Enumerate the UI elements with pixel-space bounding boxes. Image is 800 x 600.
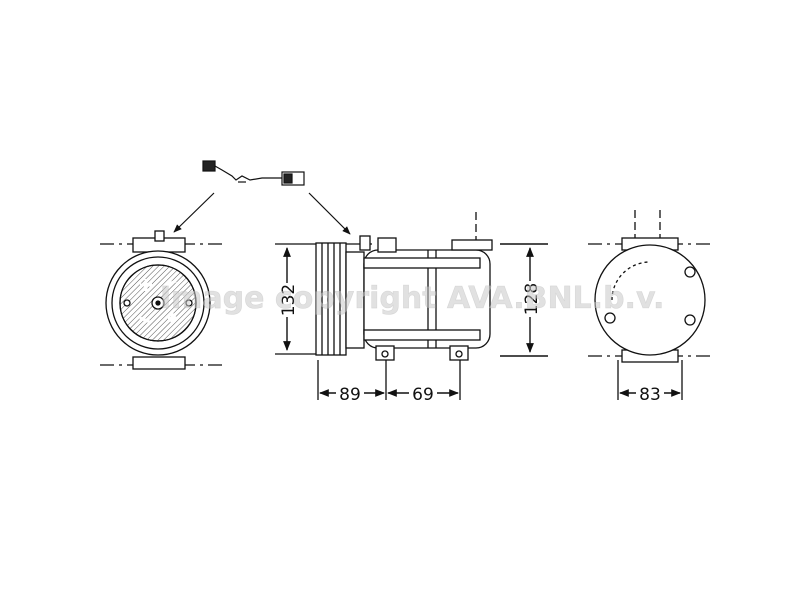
dim-front-height: 132 [279,284,299,316]
watermark-text: Image copyright AVA.BNL.b.v. [160,281,664,316]
side-view [275,212,493,400]
dim-clutch-length: 89 [339,385,361,405]
dim-rear-width: 83 [639,385,661,405]
connector-left [202,160,216,172]
front-view [100,230,222,370]
dim-body-length: 69 [412,385,434,405]
sensor-cable [202,160,305,186]
compressor-body [363,249,491,349]
rear-housing [594,244,706,356]
dimension-labels: 132 128 89 69 83 [276,281,664,405]
leader-arrows [173,192,351,235]
dim-rear-height: 128 [522,283,542,315]
rear-view [588,210,710,400]
